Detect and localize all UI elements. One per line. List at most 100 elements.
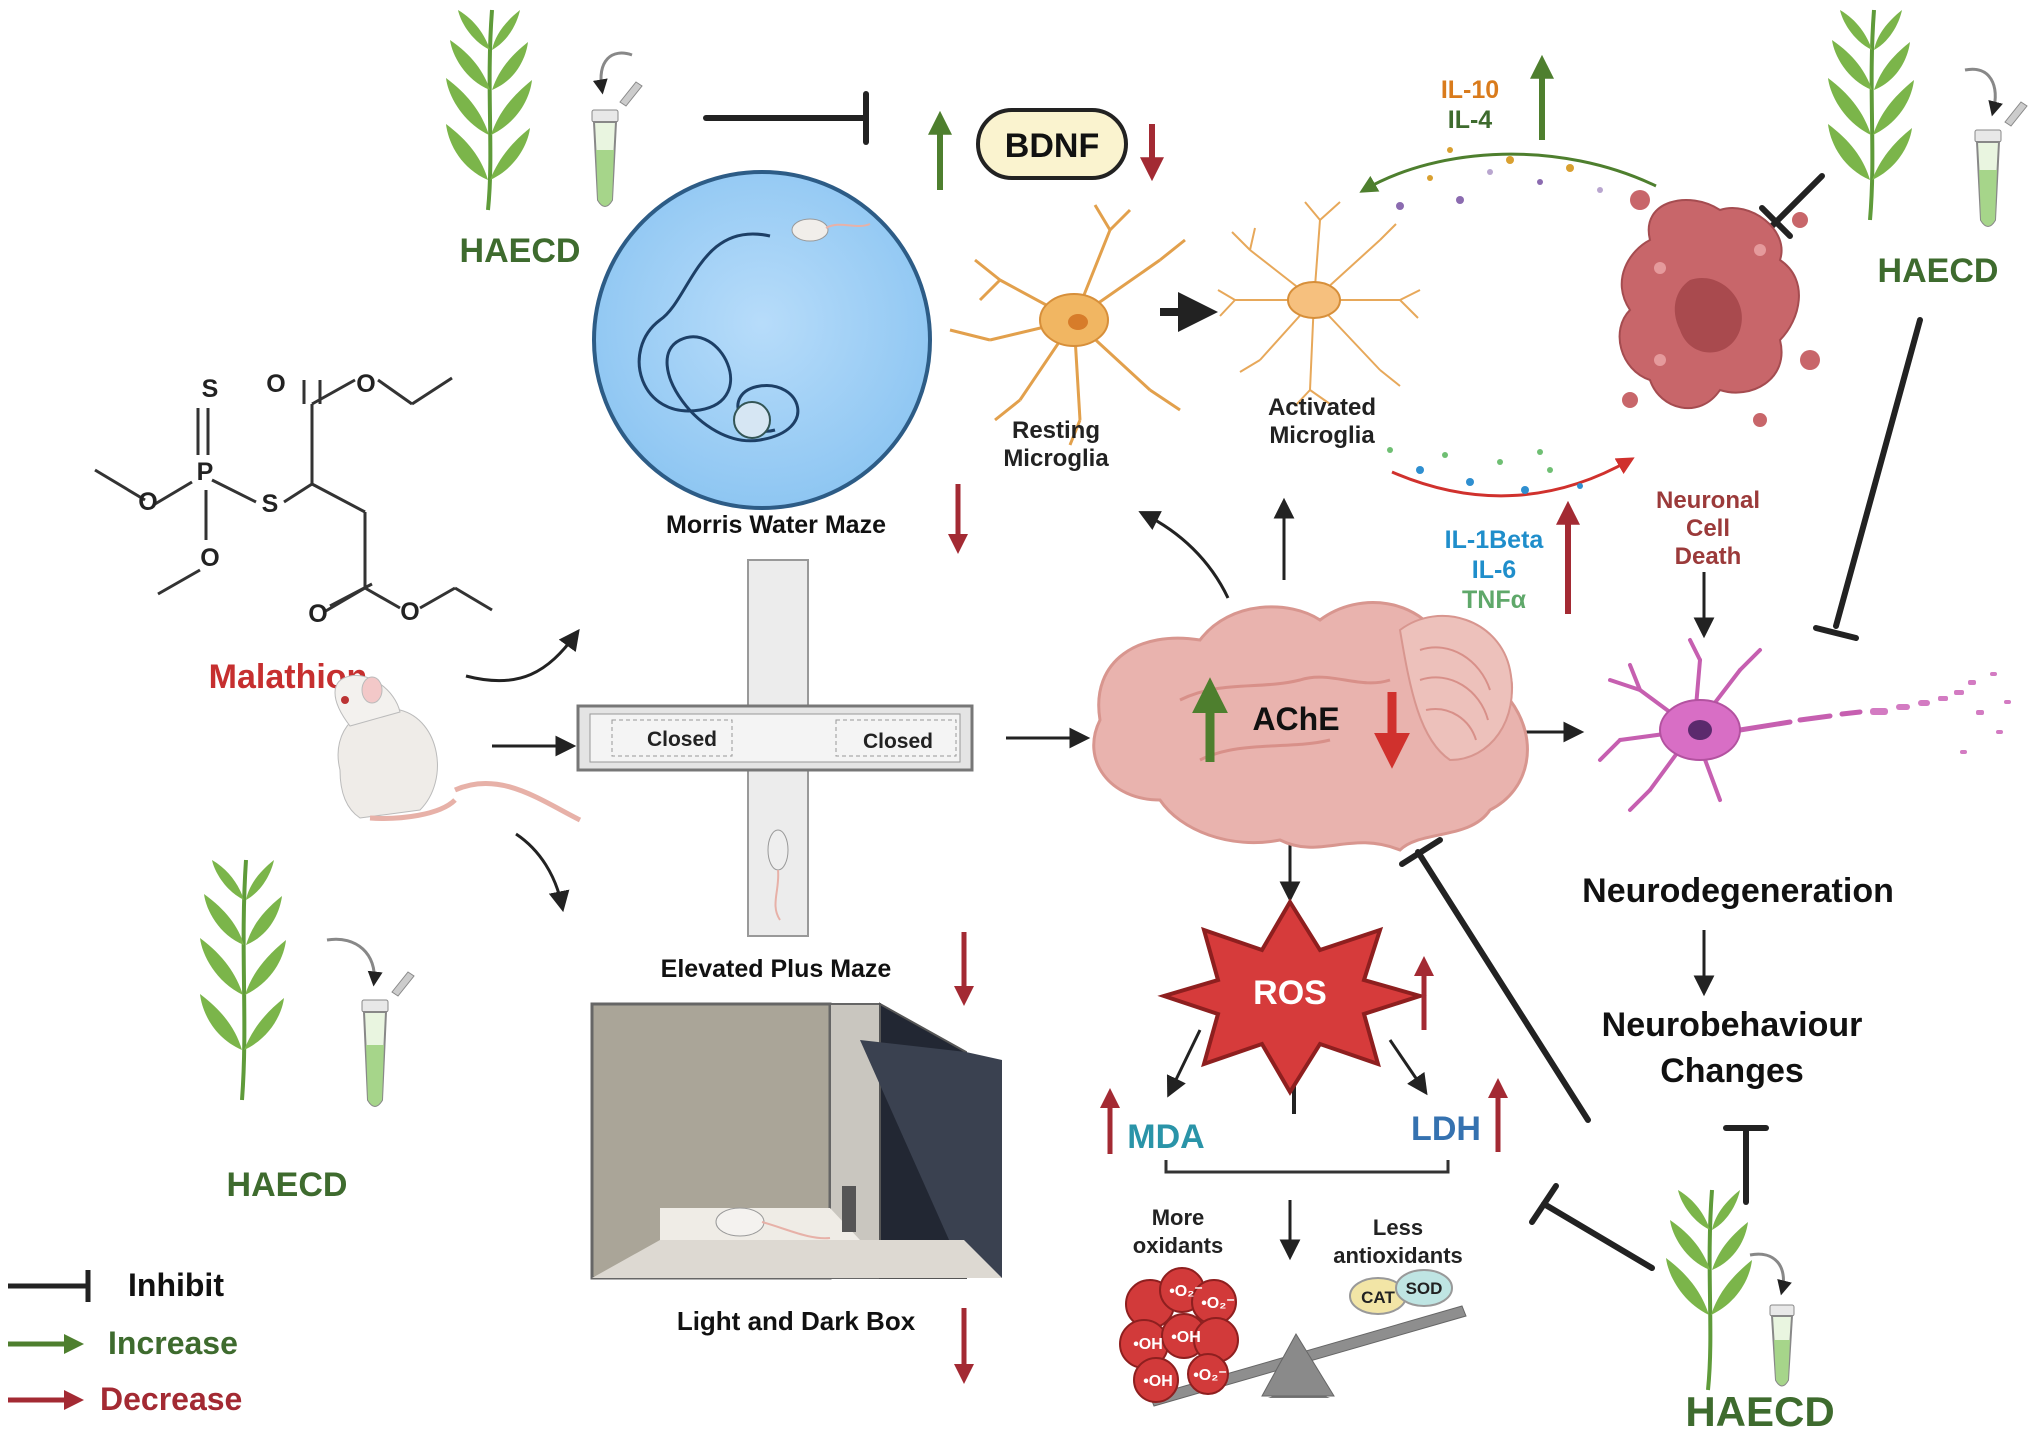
- more-oxidants-label-2: oxidants: [1133, 1233, 1223, 1258]
- closed-arm-right-label: Closed: [863, 730, 933, 753]
- haecd-label-top-right: HAECD: [1878, 252, 1999, 290]
- activated-microglia-icon: [1217, 201, 1421, 407]
- closed-arm-left-label: Closed: [647, 728, 717, 751]
- test-tube-icon: [326, 937, 415, 1107]
- malathion-structure: [94, 376, 493, 614]
- atom-label: S: [262, 490, 279, 518]
- oh-label: •OH: [1133, 1336, 1163, 1353]
- sod-label: SOD: [1406, 1279, 1443, 1298]
- neuronal-death-label-3: Death: [1675, 543, 1742, 570]
- arrow-brain-to-resting: [1138, 511, 1230, 599]
- arrow-to-morris: [465, 628, 580, 683]
- legend: Inhibit Increase Decrease: [8, 1267, 242, 1417]
- less-antioxidants-label-2: antioxidants: [1333, 1243, 1463, 1268]
- oxidant-molecules: [1119, 1267, 1239, 1403]
- o2-label: •O₂⁻: [1201, 1295, 1235, 1312]
- legend-inhibit-label: Inhibit: [128, 1267, 224, 1303]
- inhibit-bar: [1813, 625, 1859, 641]
- mda-ldh-bracket: [1164, 1160, 1450, 1174]
- inhibit-bar: [1759, 205, 1793, 239]
- legend-decrease-label: Decrease: [100, 1381, 242, 1417]
- neurobehaviour-label-2: Changes: [1660, 1052, 1804, 1090]
- seesaw-icon: [1149, 1305, 1467, 1407]
- sod-molecule: [1395, 1269, 1453, 1307]
- resting-microglia-icon: [949, 204, 1186, 446]
- atom-label: O: [308, 600, 327, 628]
- ros-label: ROS: [1253, 974, 1327, 1012]
- haecd-label-bottom-left: HAECD: [227, 1166, 348, 1204]
- haecd-label-top-left: HAECD: [460, 232, 581, 270]
- oh-label: •OH: [1143, 1373, 1173, 1390]
- il4-label: IL-4: [1448, 106, 1493, 134]
- resting-microglia-label-1: Resting: [1012, 417, 1100, 444]
- il10-label: IL-10: [1441, 76, 1499, 104]
- oh-label: •OH: [1171, 1329, 1201, 1346]
- atom-label: O: [400, 598, 419, 626]
- tnfa-label: TNFα: [1462, 586, 1527, 614]
- inhibit-lines: [703, 91, 1923, 1271]
- cat-label: CAT: [1361, 1288, 1395, 1307]
- light-dark-box-icon: [590, 1002, 1002, 1280]
- activated-microglia-body: [1287, 281, 1341, 319]
- morris-water-maze-label: Morris Water Maze: [666, 511, 886, 539]
- inhibit-line-ache: [1415, 849, 1591, 1123]
- il6-label: IL-6: [1472, 556, 1516, 584]
- neurodegeneration-label: Neurodegeneration: [1582, 872, 1894, 910]
- cytokine-dots: [1387, 147, 1603, 494]
- neuronal-death-label-1: Neuronal: [1656, 487, 1760, 514]
- degenerating-neuron-icon: [1598, 638, 1863, 812]
- neuronal-cell-death-icon: [1618, 190, 1820, 427]
- plant-icon: [446, 9, 532, 211]
- neuronal-death-label-2: Cell: [1686, 515, 1730, 542]
- resting-microglia-nucleus: [1068, 314, 1088, 330]
- light-dark-box-label: Light and Dark Box: [677, 1306, 916, 1336]
- plant-icon: [200, 859, 286, 1101]
- activated-microglia-label-2: Microglia: [1269, 422, 1375, 449]
- atom-label: S: [202, 375, 219, 403]
- neuron-nucleus: [1688, 720, 1712, 740]
- test-tube-icon: [1749, 1252, 1795, 1387]
- atom-label: O: [266, 370, 285, 398]
- atom-label: P: [197, 458, 214, 486]
- neurobehaviour-label-1: Neurobehaviour: [1602, 1006, 1863, 1044]
- mda-label: MDA: [1127, 1118, 1204, 1156]
- oxidant-labels: •O₂⁻ •OH •OH •O₂⁻ •OH •O₂⁻: [1133, 1283, 1235, 1390]
- plant-icon: [1666, 1189, 1752, 1391]
- pro-inflammatory-arrow: [1391, 457, 1635, 498]
- o2-label: •O₂⁻: [1169, 1283, 1203, 1300]
- resting-microglia-label-2: Microglia: [1003, 445, 1109, 472]
- activated-microglia-label-1: Activated: [1268, 394, 1376, 421]
- brain-icon: [1092, 601, 1529, 852]
- plant-icon: [1828, 9, 1914, 221]
- test-tube-icon: [591, 51, 643, 207]
- legend-increase-label: Increase: [108, 1325, 238, 1361]
- elevated-plus-maze-icon: [576, 559, 974, 937]
- bdnf-label: BDNF: [1005, 127, 1099, 165]
- ache-label: AChE: [1252, 701, 1339, 737]
- test-tube-icon: [1964, 67, 2028, 227]
- ldh-label: LDH: [1411, 1110, 1481, 1148]
- more-oxidants-label-1: More: [1152, 1205, 1205, 1230]
- ros-burst: [1157, 898, 1427, 1096]
- arrow-ros-to-mda: [1166, 1029, 1202, 1098]
- rat-icon: [334, 674, 582, 823]
- malathion-atoms: S P O O S O O O O: [138, 370, 419, 628]
- elevated-plus-maze-label: Elevated Plus Maze: [661, 955, 892, 983]
- atom-label: O: [200, 544, 219, 572]
- arrow-to-light-dark: [515, 832, 570, 913]
- atom-label: O: [356, 370, 375, 398]
- inhibit-bar: [1529, 1183, 1559, 1225]
- morris-water-maze-icon: [592, 170, 932, 510]
- inhibit-line-oxidants: [1541, 1201, 1655, 1271]
- inhibit-bar: [1399, 837, 1443, 867]
- inhibit-line-neurodegeneration: [1833, 317, 1923, 629]
- axon-fragments: [1870, 672, 2011, 754]
- atom-label: O: [138, 488, 157, 516]
- less-antioxidants-label-1: Less: [1373, 1215, 1423, 1240]
- il1beta-label: IL-1Beta: [1445, 526, 1545, 554]
- o2-label: •O₂⁻: [1193, 1367, 1227, 1384]
- anti-inflammatory-arrow: [1359, 152, 1657, 193]
- arrow-ros-to-ldh: [1388, 1039, 1428, 1096]
